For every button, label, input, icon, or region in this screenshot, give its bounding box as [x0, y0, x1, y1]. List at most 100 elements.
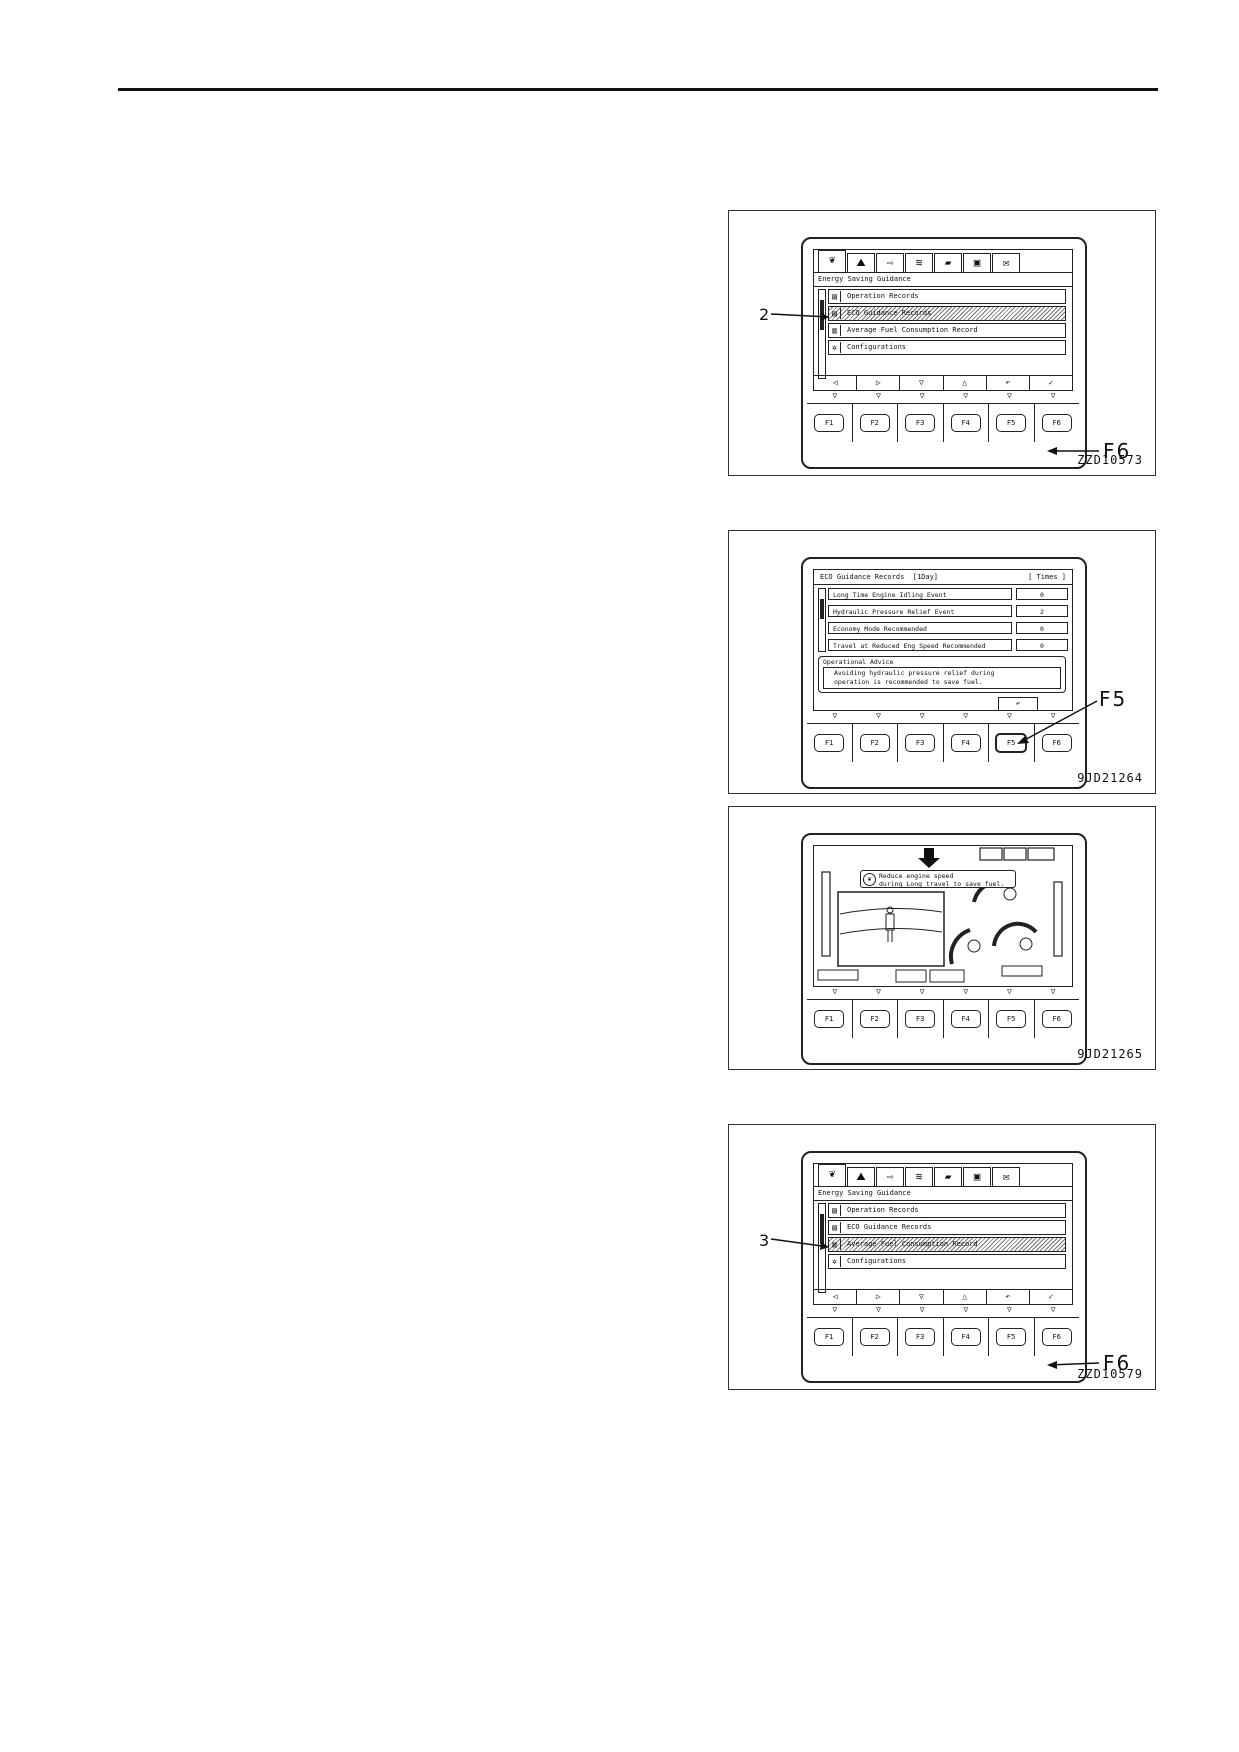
monitor-frame: Reduce engine speed during Long travel t…: [801, 833, 1087, 1065]
f1-button[interactable]: F1: [814, 1010, 845, 1028]
f4-button[interactable]: F4: [950, 414, 981, 432]
f2-button[interactable]: F2: [859, 1328, 890, 1346]
callout-number: 3: [759, 1231, 770, 1250]
scrollbar[interactable]: [818, 588, 826, 652]
f6-button[interactable]: F6: [1041, 1328, 1072, 1346]
menu-body: ▤ Operation Records ▤ECO Guidance Records…: [814, 287, 1072, 383]
right-gauge-bar: [1053, 881, 1063, 957]
document-icon: ▤: [829, 1222, 841, 1233]
monitor-frame: ❦ ⛰ ⇨ ≋ ▰ ▣ ✉ Energy Saving Guidance ▤Op…: [801, 237, 1087, 469]
menu-item-operation-records[interactable]: ▤Operation Records: [828, 1203, 1066, 1218]
nav-left-icon[interactable]: ◁: [814, 1290, 858, 1304]
key-indicator-row: ▽▽▽▽▽▽: [832, 1305, 1056, 1314]
tab-leaf-icon[interactable]: ❦: [818, 1164, 846, 1186]
key-indicator-row: ▽▽▽▽▽▽: [832, 391, 1056, 400]
tab-arrow-right-icon[interactable]: ⇨: [876, 1167, 904, 1186]
nav-back-icon[interactable]: ↶: [987, 376, 1030, 390]
tab-leaf-icon[interactable]: ❦: [818, 250, 846, 272]
nav-left-icon[interactable]: ◁: [814, 376, 858, 390]
menu-item-label: Average Fuel Consumption Record: [847, 1240, 978, 1248]
f1-button[interactable]: F1: [814, 734, 845, 752]
nav-back-icon[interactable]: ↶: [987, 1290, 1030, 1304]
f3-button[interactable]: F3: [905, 734, 936, 752]
fuel-pump-icon: ▥: [829, 1239, 841, 1250]
menu-item-eco-guidance-records[interactable]: ▤ECO Guidance Records: [828, 1220, 1066, 1235]
tab-meter-icon[interactable]: ▣: [963, 1167, 991, 1186]
tab-mail-icon[interactable]: ✉: [992, 253, 1020, 272]
tab-meter-icon[interactable]: ▣: [963, 253, 991, 272]
callout-lines: [770, 313, 1099, 455]
f5-button[interactable]: F5: [996, 1328, 1027, 1346]
document-icon: ▤: [829, 291, 841, 302]
tab-fuel-gauge-icon[interactable]: ≋: [905, 1167, 933, 1186]
tab-arrow-right-icon[interactable]: ⇨: [876, 253, 904, 272]
key-indicator-row: ▽▽▽▽▽▽: [832, 987, 1056, 996]
records-header: ECO Guidance Records [1Day] [ Times ]: [814, 570, 1072, 585]
records-unit: [ Times ]: [1028, 573, 1066, 581]
monitor-screen: ❦ ⛰ ⇨ ≋ ▰ ▣ ✉ Energy Saving Guidance ▤Op…: [813, 1163, 1073, 1305]
tab-mail-icon[interactable]: ✉: [992, 1167, 1020, 1186]
figure-code: 9JD21264: [1077, 771, 1143, 785]
f5-button[interactable]: F5: [996, 1010, 1027, 1028]
eco-guidance-message: Reduce engine speed during Long travel t…: [860, 870, 1016, 888]
f1-button[interactable]: F1: [814, 1328, 845, 1346]
nav-right-icon[interactable]: ▷: [857, 376, 901, 390]
tab-fuel-gauge-icon[interactable]: ≋: [905, 253, 933, 272]
menu-item-configurations[interactable]: ✲Configurations: [828, 340, 1066, 355]
function-key-row: F1 F2 F3 F4 F5 F6: [807, 1317, 1079, 1356]
f2-button[interactable]: F2: [859, 1010, 890, 1028]
nav-down-icon[interactable]: ▽: [900, 376, 944, 390]
nav-confirm-icon[interactable]: ✓: [1048, 378, 1054, 387]
fuel-pump-icon: ▥: [829, 325, 841, 336]
menu-item-configurations[interactable]: ✲Configurations: [828, 1254, 1066, 1269]
f4-button[interactable]: F4: [950, 1010, 981, 1028]
nav-right-icon[interactable]: ▷: [857, 1290, 901, 1304]
nav-bar: ◁ ▷ ▽ △ ↶ ✓: [814, 1289, 1072, 1304]
gear-icon: ✲: [829, 342, 841, 353]
monitor-screen: ECO Guidance Records [1Day] [ Times ] Lo…: [813, 569, 1073, 711]
tab-bar: ❦ ⛰ ⇨ ≋ ▰ ▣ ✉: [814, 1164, 1072, 1187]
f6-button[interactable]: F6: [1041, 1010, 1072, 1028]
back-icon[interactable]: ↶: [998, 697, 1038, 710]
function-key-row: F1 F2 F3 F4 F5 F6: [807, 999, 1079, 1038]
menu-item-eco-guidance-records[interactable]: ▤ECO Guidance Records: [828, 306, 1066, 321]
leaf-icon: ❦: [863, 873, 876, 886]
menu-item-average-fuel[interactable]: ▥ Average Fuel Consumption Record: [828, 1237, 1066, 1252]
gear-icon: ✲: [829, 1256, 841, 1267]
f1-button[interactable]: F1: [814, 414, 845, 432]
menu-item-average-fuel[interactable]: ▥Average Fuel Consumption Record: [828, 323, 1066, 338]
tab-terrain-icon[interactable]: ⛰: [847, 1167, 875, 1186]
f3-button[interactable]: F3: [905, 414, 936, 432]
f3-button[interactable]: F3: [905, 1010, 936, 1028]
f6-button[interactable]: F6: [1041, 414, 1072, 432]
figure-eco-menu-2: ❦ ⛰ ⇨ ≋ ▰ ▣ ✉ Energy Saving Guidance ▤Op…: [728, 1124, 1156, 1390]
nav-down-icon[interactable]: ▽: [900, 1290, 944, 1304]
page-header-rule: [118, 88, 1158, 91]
monitor-frame: ❦ ⛰ ⇨ ≋ ▰ ▣ ✉ Energy Saving Guidance ▤Op…: [801, 1151, 1087, 1383]
figure-eco-menu-1: ❦ ⛰ ⇨ ≋ ▰ ▣ ✉ Energy Saving Guidance ▤Op…: [728, 210, 1156, 476]
figure-code: ZZD10573: [1077, 453, 1143, 467]
f3-button[interactable]: F3: [905, 1328, 936, 1346]
f2-button[interactable]: F2: [859, 734, 890, 752]
nav-up-icon[interactable]: △: [944, 1290, 987, 1304]
nav-confirm-icon[interactable]: ✓: [1048, 1292, 1054, 1301]
f4-button[interactable]: F4: [950, 1328, 981, 1346]
f6-button[interactable]: F6: [1041, 734, 1072, 752]
figure-code: ZZD10579: [1077, 1367, 1143, 1381]
tab-vehicle-icon[interactable]: ▰: [934, 1167, 962, 1186]
records-period: [1Day]: [912, 573, 939, 581]
menu-item-operation-records[interactable]: ▤ Operation Records: [828, 289, 1066, 304]
menu-item-label: Operation Records: [847, 1206, 919, 1214]
menu-item-label: Operation Records: [847, 292, 919, 300]
callout-f6: F6: [1103, 439, 1132, 463]
tab-terrain-icon[interactable]: ⛰: [847, 253, 875, 272]
f5-button[interactable]: F5: [996, 414, 1027, 432]
nav-bar: ◁ ▷ ▽ △ ↶ ✓: [814, 375, 1072, 390]
f2-button[interactable]: F2: [859, 414, 890, 432]
nav-up-icon[interactable]: △: [944, 376, 987, 390]
key-indicator-row: ▽▽▽▽▽▽: [832, 711, 1056, 720]
tab-vehicle-icon[interactable]: ▰: [934, 253, 962, 272]
records-title: ECO Guidance Records: [820, 573, 905, 581]
f4-button[interactable]: F4: [950, 734, 981, 752]
